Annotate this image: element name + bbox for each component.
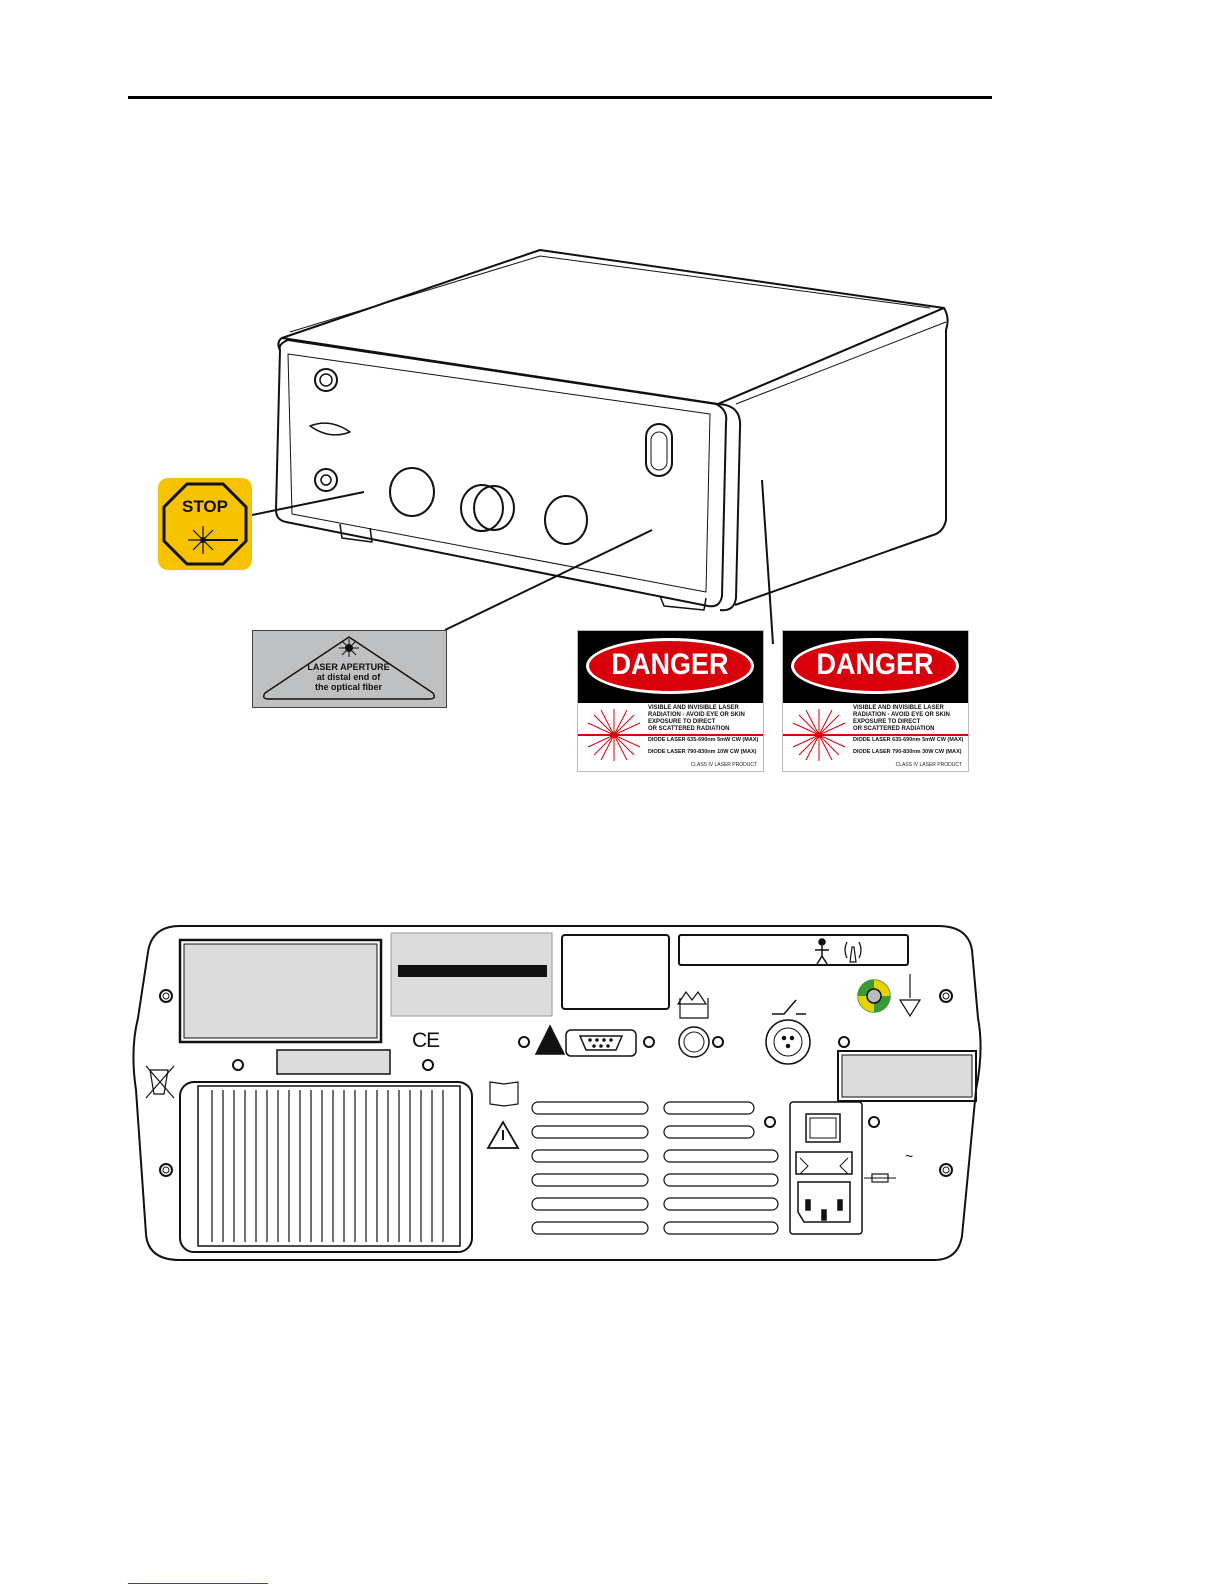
heatsink-fins xyxy=(211,1090,444,1242)
danger-class: CLASS IV LASER PRODUCT xyxy=(690,762,757,768)
vent-slot xyxy=(663,1101,755,1115)
danger-spec2: DIODE LASER 790-830nm 30W CW (MAX) xyxy=(853,749,962,755)
danger-warning-line4: OR SCATTERED RADIATION xyxy=(648,726,730,732)
vent-slot xyxy=(531,1221,649,1235)
aperture-label-line1: LASER APERTURE xyxy=(307,662,390,672)
rear-panel-illustration xyxy=(132,925,982,1261)
vent-slot xyxy=(531,1173,649,1187)
stop-sign-text: STOP xyxy=(182,497,228,516)
stop-laser-sign xyxy=(158,478,252,570)
header-rule xyxy=(128,96,992,99)
vent-slot xyxy=(663,1197,779,1211)
danger-warning-line3: EXPOSURE TO DIRECT xyxy=(853,719,921,725)
danger-warning-line1: VISIBLE AND INVISIBLE LASER xyxy=(853,705,944,711)
vent-slot xyxy=(531,1101,649,1115)
danger-spec2: DIODE LASER 790-830nm 10W CW (MAX) xyxy=(648,749,757,755)
danger-class: CLASS IV LASER PRODUCT xyxy=(895,762,962,768)
danger-heading: DANGER xyxy=(611,648,729,681)
danger-warning-line4: OR SCATTERED RADIATION xyxy=(853,726,935,732)
aperture-label-line2: at distal end of xyxy=(316,672,381,682)
aperture-label-line3: the optical fiber xyxy=(314,682,382,692)
danger-warning-line2: RADIATION - AVOID EYE OR SKIN xyxy=(648,712,745,718)
footer-link-rule xyxy=(128,1583,268,1584)
device-front-illustration xyxy=(251,249,949,645)
danger-label-1: DANGER VISIBLE AND INVISIBLE LASER RADIA… xyxy=(577,630,764,772)
ac-symbol: ~ xyxy=(905,1148,914,1164)
vent-slot xyxy=(531,1125,649,1139)
vent-slot xyxy=(663,1173,779,1187)
danger-spec1: DIODE LASER 635-690nm 5mW CW (MAX) xyxy=(853,737,964,743)
danger-heading: DANGER xyxy=(816,648,934,681)
vent-slot xyxy=(663,1149,779,1163)
stop-octagon-icon xyxy=(162,482,248,566)
vent-slot xyxy=(531,1149,649,1163)
danger-warning-line3: EXPOSURE TO DIRECT xyxy=(648,719,716,725)
vent-slot xyxy=(663,1125,755,1139)
danger-label-2: DANGER VISIBLE AND INVISIBLE LASER RADIA… xyxy=(782,630,969,772)
ce-mark: CE xyxy=(412,1029,440,1052)
vent-slot xyxy=(663,1221,779,1235)
laser-aperture-label xyxy=(252,630,447,708)
aperture-triangle-icon xyxy=(262,636,436,700)
danger-spec1: DIODE LASER 635-690nm 5mW CW (MAX) xyxy=(648,737,759,743)
danger-warning-line1: VISIBLE AND INVISIBLE LASER xyxy=(648,705,739,711)
danger-warning-line2: RADIATION - AVOID EYE OR SKIN xyxy=(853,712,950,718)
vent-slot xyxy=(531,1197,649,1211)
